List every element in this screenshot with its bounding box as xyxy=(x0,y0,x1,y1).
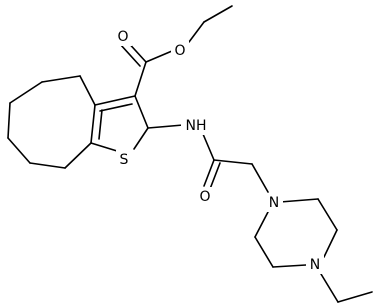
bond-amide-carbonyl-methylene xyxy=(213,159,253,165)
piperazine-nitrogen-1-label: N xyxy=(269,195,279,211)
carbonyl-oxygen-label: O xyxy=(117,29,128,45)
piperazine-nitrogen-4-label: N xyxy=(310,257,320,273)
bond-heptane-2 xyxy=(41,75,81,83)
bond-piperazine-5 xyxy=(254,236,274,268)
bond-thiophene-c3-c3a-inner xyxy=(99,103,133,112)
bond-heptane-5 xyxy=(7,137,31,164)
bond-thiophene-c7a-c3a xyxy=(90,104,96,144)
bond-heptane-6 xyxy=(29,162,66,169)
bond-piperazine-4 xyxy=(272,264,307,268)
bond-carbonyl-double-b xyxy=(119,43,141,67)
bond-heptane-1 xyxy=(79,75,96,106)
bond-thiophene-c7a-c3a-inner xyxy=(98,109,103,140)
bond-methylene-piperazine xyxy=(251,163,269,193)
bond-carbonyl-ring xyxy=(134,61,147,97)
sulfur-label: S xyxy=(120,152,129,168)
bond-amide-carbonyl-double-b xyxy=(209,162,221,190)
bond-thiophene-c3-c3a xyxy=(94,95,136,106)
bond-c2-amide-nitrogen xyxy=(147,124,184,129)
bond-piperazine-1 xyxy=(279,198,319,203)
bond-amide-carbonyl-double-a xyxy=(203,159,215,187)
bond-thiophene-c3-c2 xyxy=(134,95,149,129)
bond-ethyl-terminal xyxy=(203,5,233,23)
bond-thiophene-sulfur-c7a xyxy=(90,142,118,152)
bond-ethyl-end xyxy=(337,291,373,303)
bond-heptane-4 xyxy=(7,102,11,139)
bond-piperazine-2 xyxy=(317,198,338,231)
bond-piperazine-3 xyxy=(323,229,338,258)
bond-n-ethyl xyxy=(320,273,339,303)
amide-oxygen-label: O xyxy=(199,189,210,205)
bond-piperazine-6 xyxy=(254,211,269,238)
amide-nitrogen-label: NH xyxy=(186,118,207,134)
bond-heptane-3 xyxy=(9,81,43,104)
bond-amide-nitrogen-carbonyl xyxy=(202,133,215,161)
bond-heptane-7 xyxy=(64,142,92,169)
bond-thiophene-c2-sulfur xyxy=(133,127,149,150)
bond-ester-oxygen-carbonyl xyxy=(145,50,173,63)
bond-ethyl-oxygen xyxy=(188,21,205,43)
ester-oxygen-label: O xyxy=(174,43,185,59)
